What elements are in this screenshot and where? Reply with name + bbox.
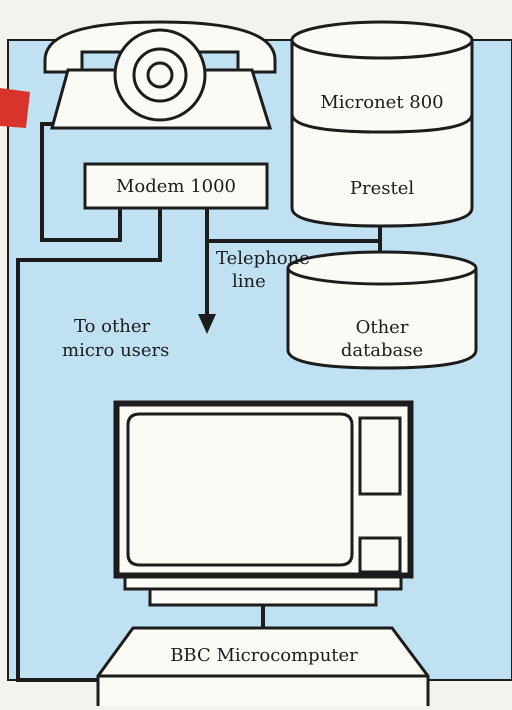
other-database-label-2: database [341, 340, 423, 361]
telephone-line-label-1: Telephone [216, 248, 310, 269]
telephone-line-label-2: line [232, 271, 266, 292]
other-database-label-1: Other [356, 317, 409, 338]
prestel-label: Prestel [350, 178, 414, 199]
telephone-icon [45, 22, 275, 128]
other-users-label-1: To other [74, 316, 150, 337]
bbc-label: BBC Microcomputer [170, 645, 358, 666]
monitor-icon [115, 402, 412, 605]
other-users-label-2: micro users [62, 340, 169, 361]
modem-label: Modem 1000 [116, 176, 236, 197]
micronet-label: Micronet 800 [320, 92, 443, 113]
red-accent [0, 88, 30, 128]
bbc-computer-icon [98, 628, 428, 706]
